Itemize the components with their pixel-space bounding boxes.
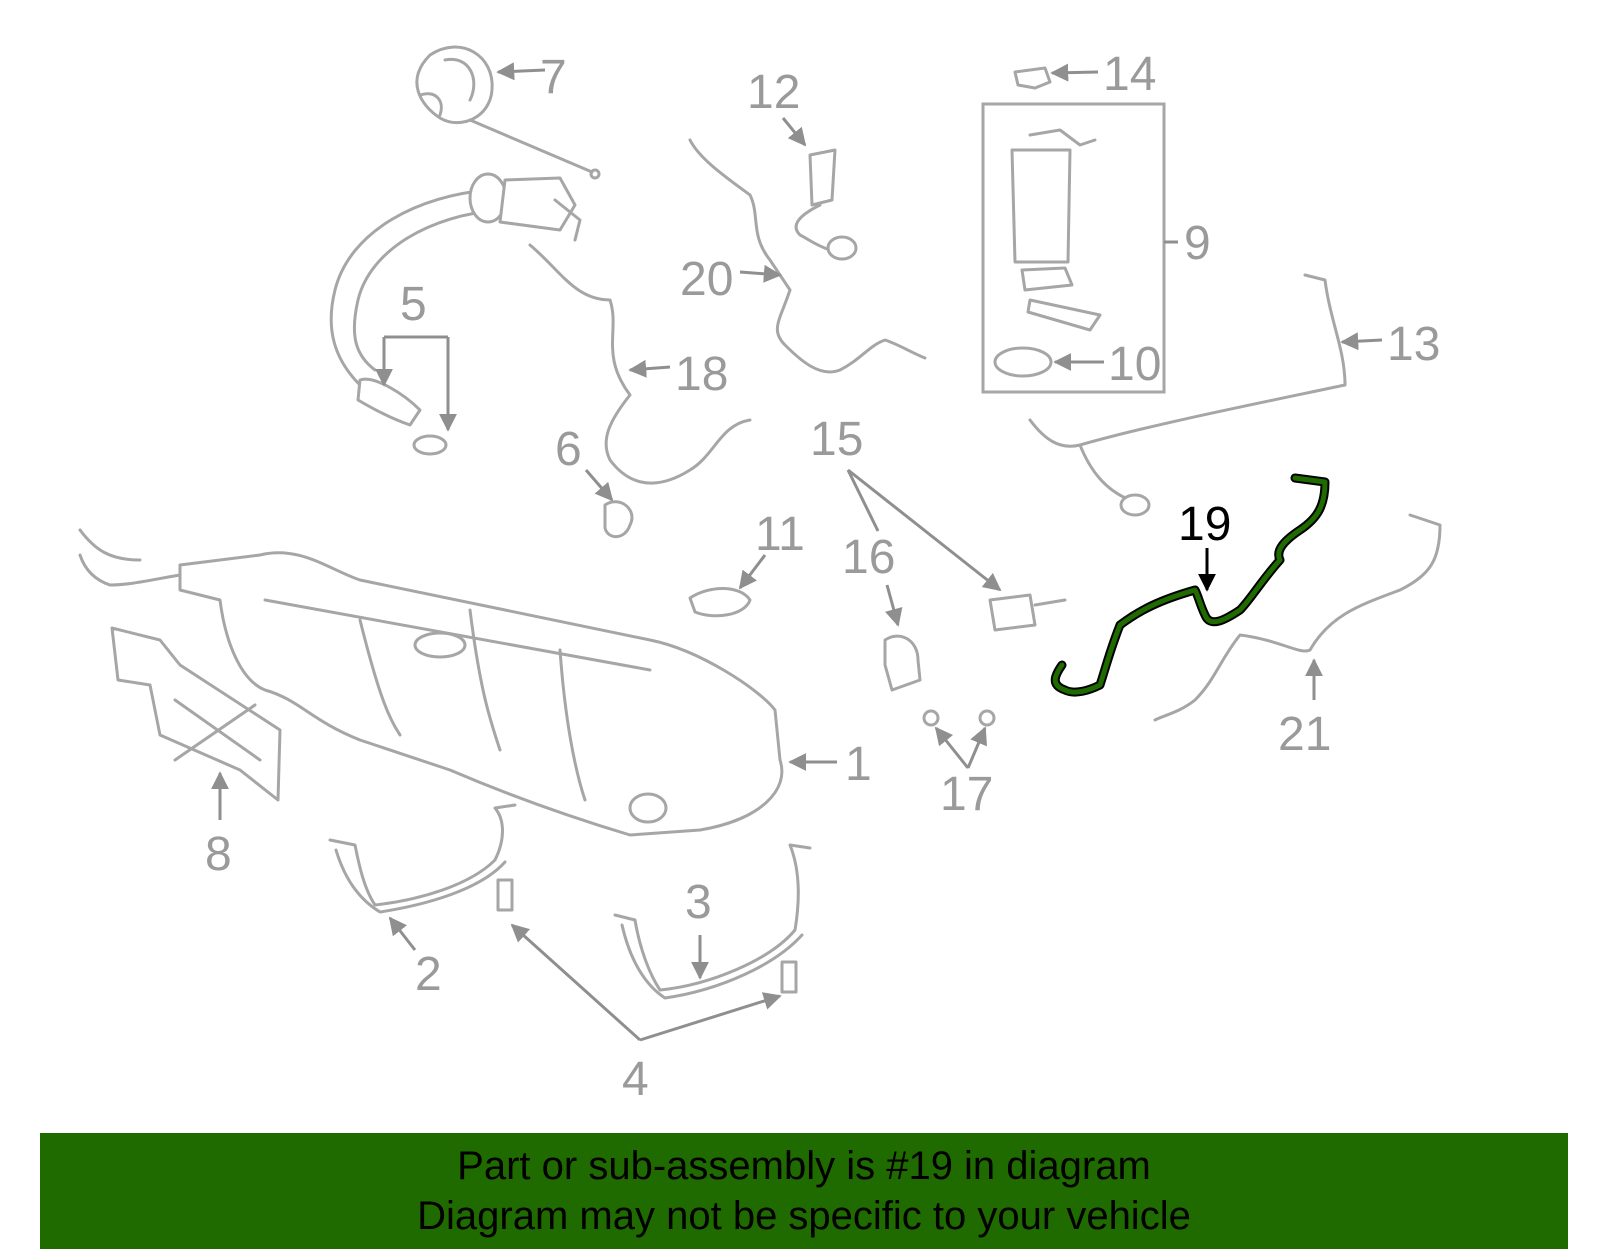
callout-labels: 1 2 3 4 5 6 7 8 9 10 11 12 13 14 15 16 1… bbox=[205, 48, 1440, 1106]
callout-7: 7 bbox=[540, 51, 567, 104]
banner-line-1: Part or sub-assembly is #19 in diagram bbox=[457, 1144, 1151, 1188]
part-21-line bbox=[1153, 513, 1442, 722]
part-14-ring bbox=[1013, 66, 1052, 90]
callout-6: 6 bbox=[555, 423, 582, 476]
part-6-clip bbox=[603, 500, 634, 539]
part-16-bracket bbox=[883, 634, 922, 692]
part-3-strap bbox=[613, 843, 812, 1000]
callout-12: 12 bbox=[747, 66, 800, 119]
callout-18: 18 bbox=[675, 348, 728, 401]
callout-4: 4 bbox=[622, 1053, 649, 1106]
callout-1: 1 bbox=[845, 738, 872, 791]
callout-8: 8 bbox=[205, 828, 232, 881]
part-filler-neck bbox=[329, 172, 582, 427]
part-9-fuel-pump-module bbox=[981, 102, 1166, 394]
part-8-shield bbox=[110, 626, 282, 802]
part-12-sender bbox=[794, 148, 858, 261]
banner-line-2: Diagram may not be specific to your vehi… bbox=[417, 1194, 1191, 1238]
callout-20: 20 bbox=[680, 253, 733, 306]
callout-21: 21 bbox=[1278, 708, 1331, 761]
part-5-clamp bbox=[412, 434, 448, 456]
leader-lines bbox=[211, 62, 1383, 1042]
callout-13: 13 bbox=[1387, 318, 1440, 371]
info-banner: Part or sub-assembly is #19 in diagram D… bbox=[40, 1133, 1568, 1249]
part-18-line bbox=[528, 243, 752, 485]
part-4-bolts bbox=[496, 878, 798, 994]
callout-5: 5 bbox=[400, 278, 427, 331]
callout-17: 17 bbox=[940, 768, 993, 821]
part-20-line bbox=[688, 138, 927, 374]
part-13-line bbox=[1028, 273, 1347, 517]
part-7-fuel-door bbox=[415, 45, 601, 180]
part-17-clips bbox=[922, 709, 996, 727]
callout-9: 9 bbox=[1184, 217, 1211, 270]
part-1-fuel-tank bbox=[78, 528, 784, 837]
callout-3: 3 bbox=[685, 876, 712, 929]
callout-14: 14 bbox=[1103, 48, 1156, 101]
callout-10: 10 bbox=[1108, 338, 1161, 391]
callout-19: 19 bbox=[1178, 498, 1231, 551]
part-19-line-highlighted[interactable] bbox=[1050, 473, 1330, 697]
callout-2: 2 bbox=[415, 948, 442, 1001]
callout-15: 15 bbox=[810, 413, 863, 466]
part-2-strap bbox=[328, 803, 517, 914]
callout-16: 16 bbox=[842, 531, 895, 584]
part-15-filter bbox=[988, 593, 1067, 632]
part-11-grommet bbox=[688, 587, 752, 618]
callout-11: 11 bbox=[755, 508, 805, 561]
